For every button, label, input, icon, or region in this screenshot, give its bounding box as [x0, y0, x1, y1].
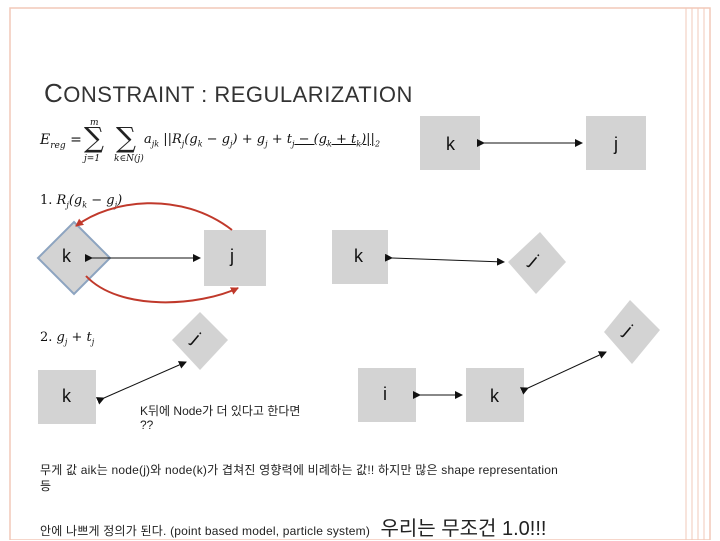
question-note-line1: K뒤에 Node가 더 있다고 한다면: [140, 404, 301, 418]
label-bottom-k: k: [490, 386, 499, 406]
paragraph-2-small: 안에 나쁘게 정의가 된다. (point based model, parti…: [40, 524, 371, 538]
node-mid-left-k-diamond: [36, 220, 112, 296]
arrow-bottom-k-j: [95, 361, 187, 405]
node-bottom-left-k: [38, 370, 96, 424]
node-mid-k: [332, 230, 388, 284]
node-low-j-right: [604, 300, 660, 364]
label-mid-left-k: k: [62, 246, 71, 266]
label-top-j: j: [614, 134, 618, 154]
paragraph-2-emphasis: 우리는 무조건 1.0!!!: [380, 518, 547, 540]
arrow-mid-k-j: [384, 253, 505, 266]
label-bottom-i: i: [383, 384, 387, 404]
slide-title: CONSTRAINT : REGULARIZATION: [44, 78, 413, 108]
node-top-j: [586, 116, 646, 170]
label-mid-k: k: [354, 246, 363, 266]
paragraph-1-line2: 등: [40, 479, 52, 493]
red-arc-upper: [75, 202, 233, 231]
node-bottom-k: [466, 368, 524, 422]
node-mid-left-j: [204, 230, 266, 286]
node-top-k: [420, 116, 480, 170]
label-bottom-left-k: k: [62, 386, 71, 406]
arrow-bottom-k-j: [519, 351, 607, 395]
question-note-line2: ??: [140, 418, 154, 432]
label-top-k: k: [446, 134, 455, 154]
step-1-label: 1. Rj(gk − gj): [40, 193, 123, 210]
node-mid-j-rotated: [508, 232, 566, 294]
node-bottom-i: [358, 368, 416, 422]
node-low-j-left: [172, 312, 228, 370]
red-arc-lower: [85, 275, 239, 304]
step-2-label: 2. gj + tj: [40, 330, 95, 347]
regularization-equation: Ereg = m ∑ j=1 ∑ k∈N(j) ajk ||Rj(gk − gj…: [40, 118, 381, 164]
label-mid-left-j: j: [230, 246, 234, 266]
paragraph-2: 안에 나쁘게 정의가 된다. (point based model, parti…: [40, 512, 546, 541]
paragraph-1-line1: 무게 값 aik는 node(j)와 node(k)가 겹쳐진 영향력에 비례하…: [40, 463, 558, 477]
